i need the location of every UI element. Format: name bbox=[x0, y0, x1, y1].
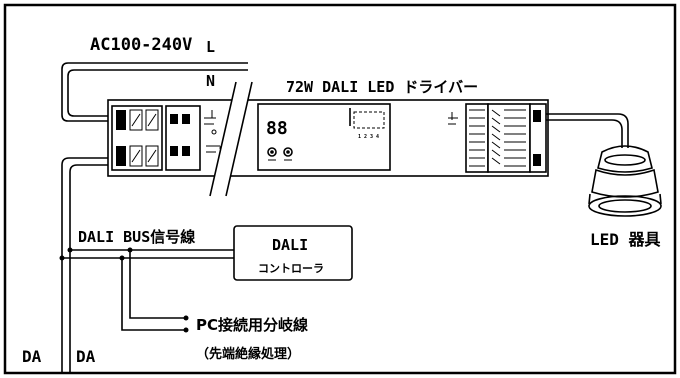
led-fixture-icon bbox=[588, 145, 662, 217]
led-output-wires bbox=[546, 113, 629, 148]
controller-label-2: コントローラ bbox=[258, 262, 324, 275]
supply-label: AC100-240V bbox=[90, 35, 192, 55]
pc-branch-label: PC接続用分岐線 bbox=[196, 316, 308, 334]
led-fixture-label: LED 器具 bbox=[590, 230, 661, 249]
da-bus-wires bbox=[61, 157, 112, 373]
driver-title: 72W DALI LED ドライバー bbox=[286, 78, 478, 96]
pc-branch-note: （先端絶縁処理） bbox=[196, 346, 300, 362]
led-driver: 88 1 2 3 4 bbox=[107, 81, 549, 197]
da-label-right: DA bbox=[76, 347, 96, 366]
ac-supply-wires bbox=[61, 62, 248, 122]
display-digits: 88 bbox=[266, 118, 288, 139]
dali-controller bbox=[233, 225, 353, 281]
da-label-left: DA bbox=[22, 347, 42, 366]
dip-numbers: 1 2 3 4 bbox=[358, 134, 379, 140]
controller-label-1: DALI bbox=[272, 236, 308, 254]
dali-bus-wires bbox=[59, 247, 234, 333]
dali-bus-label: DALI BUS信号線 bbox=[78, 228, 195, 246]
neutral-label: N bbox=[206, 72, 215, 90]
frame-border bbox=[3, 3, 677, 375]
line-label: L bbox=[206, 38, 215, 56]
